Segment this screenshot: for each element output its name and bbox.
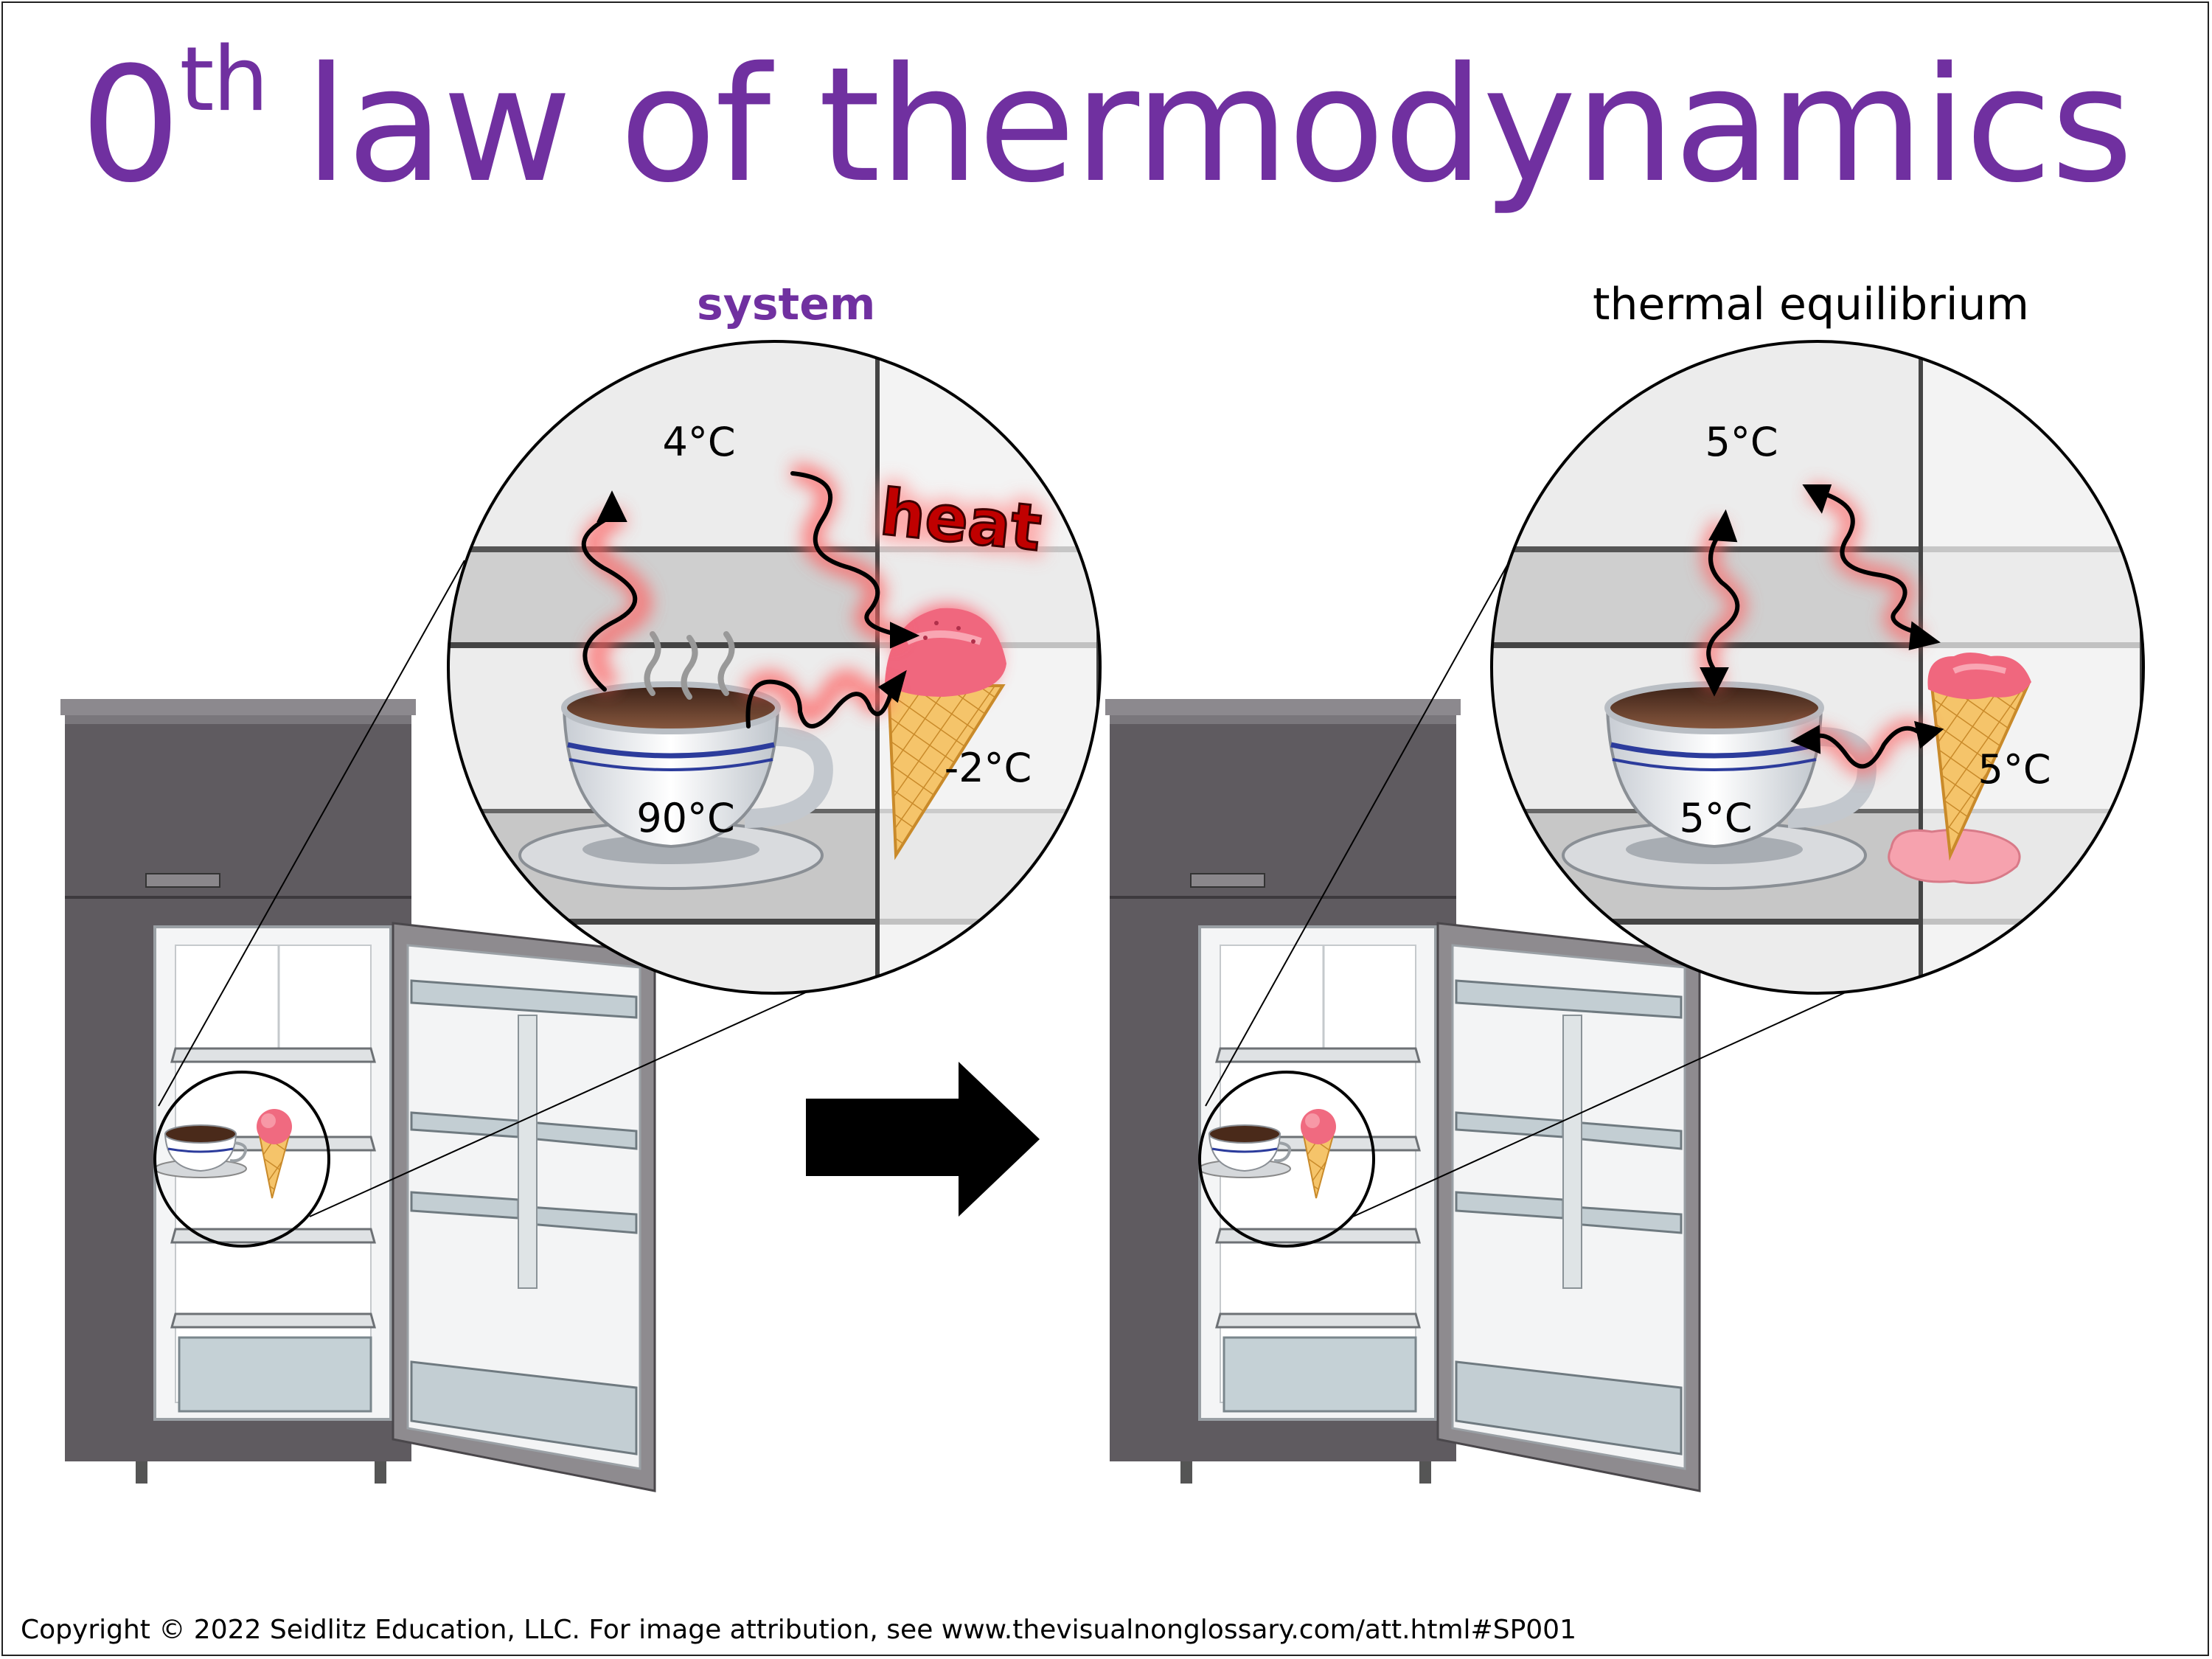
thermal-equilibrium-label: thermal equilibrium [1593, 279, 2029, 330]
svg-text:heat: heat [877, 476, 1045, 566]
heat-arrows-before [581, 462, 920, 728]
zoom-line [158, 560, 465, 1107]
fridge-after [1104, 698, 1701, 1492]
zoom-source-circle [1198, 1071, 1375, 1248]
system-label: system [697, 279, 876, 330]
icecream-temperature-after: 5°C [1978, 746, 2051, 793]
equilibrium-arrows [1700, 481, 1944, 776]
coffee-temperature-after: 5°C [1679, 795, 1752, 841]
magnified-view-after: 5°C 5°C 5°C [1490, 340, 2145, 995]
fridge-before [59, 698, 656, 1492]
heat-label: heat heat [870, 469, 1051, 572]
air-temperature-before: 4°C [662, 419, 735, 465]
transition-arrow [806, 1062, 1040, 1217]
copyright-notice: Copyright © 2022 Seidlitz Education, LLC… [21, 1615, 1576, 1645]
air-temperature-after: 5°C [1705, 419, 1778, 465]
magnified-view-before: heat heat 4°C 90°C -2°C [447, 340, 1102, 995]
coffee-temperature-before: 90°C [636, 795, 734, 841]
zoom-line [1205, 563, 1509, 1107]
zoom-source-circle [153, 1071, 330, 1248]
zoom-line [309, 991, 808, 1217]
zoom-line [1352, 991, 1848, 1217]
icecream-temperature-before: -2°C [945, 745, 1032, 791]
